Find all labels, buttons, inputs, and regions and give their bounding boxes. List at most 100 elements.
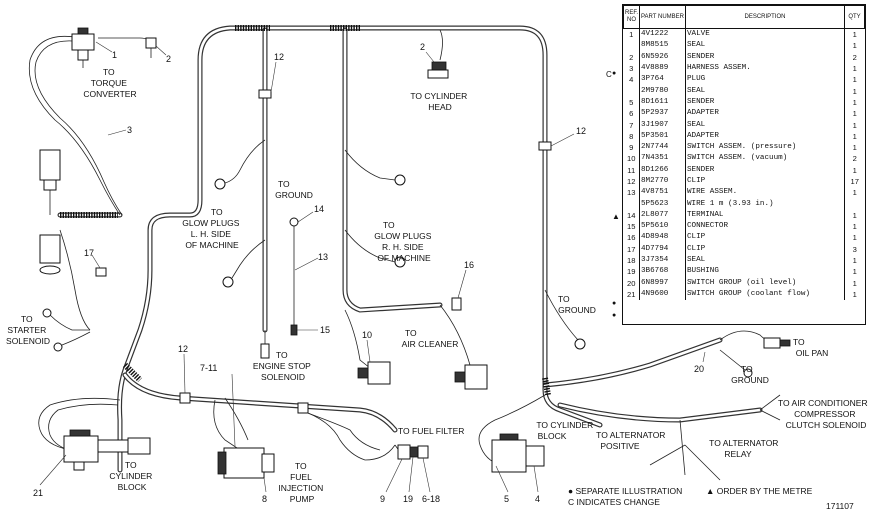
part-number-cell: 5P5623 [639, 198, 686, 210]
ref-cell: 3 [623, 62, 640, 75]
ref-cell: 11 [623, 164, 640, 176]
ref-number: 2 [166, 54, 171, 64]
part-number-cell: 3J7354 [639, 254, 686, 267]
ground-terminal-icon [743, 368, 753, 378]
qty-cell: 1 [852, 267, 857, 277]
change-mark: C [606, 70, 612, 79]
ref-number: 16 [464, 260, 474, 270]
description-cell: WIRE 1 m (3.93 in.) [685, 198, 845, 210]
part-number-cell: 8D1611 [639, 96, 686, 109]
qty-cell: 3 [852, 244, 857, 254]
qty-cell: 1 [852, 109, 857, 119]
description-cell: CLIP [685, 232, 845, 244]
part-number-cell: 3B6768 [639, 266, 686, 278]
ref-number: 21 [33, 488, 43, 498]
description-cell: CLIP [685, 243, 845, 255]
clip [451, 297, 462, 311]
ref-number: 8 [262, 494, 267, 504]
ref-cell: 1 [623, 28, 640, 41]
description-cell: SEAL [685, 119, 845, 131]
qty-cell: 1 [852, 30, 857, 40]
qty-cell: 1 [852, 210, 857, 220]
qty-cell: 1 [852, 64, 857, 74]
ref-cell: 14 [623, 209, 640, 222]
part-number-cell: 4V1222 [639, 28, 686, 41]
part-number-cell: 2N7744 [639, 141, 686, 154]
part-number-cell: 3P764 [639, 74, 686, 86]
qty-cell [845, 198, 865, 209]
qty-cell: 1 [852, 256, 857, 266]
ref-number: 19 [403, 494, 413, 504]
legend: ● SEPARATE ILLUSTRATION C INDICATES CHAN… [568, 486, 854, 511]
clip [538, 141, 552, 151]
callout-alternator-positive: TO ALTERNATOR POSITIVE [596, 430, 668, 451]
connector-icon [290, 324, 298, 336]
fuel-filter-switch-icon [397, 444, 429, 460]
part-number-cell: 6N8997 [639, 277, 686, 289]
coolant-flow-switch-icon [63, 429, 151, 471]
clip [297, 402, 309, 414]
ref-cell: 17 [623, 243, 640, 255]
ref-cell: 18 [623, 254, 640, 267]
ref-number: 6-18 [422, 494, 440, 504]
callout-glow-plugs-lh: TO GLOW PLUGS L. H. SIDE OF MACHINE [182, 207, 242, 250]
ref-number: 12 [274, 52, 284, 62]
qty-cell: 2 [852, 52, 857, 62]
description-cell: WIRE ASSEM. [685, 187, 845, 199]
ref-cell: 2 [623, 51, 640, 63]
ref-number: 15 [320, 325, 330, 335]
part-number-cell: 8D1266 [639, 164, 686, 176]
header-description: DESCRIPTION [685, 5, 845, 29]
ref-number: 2 [420, 42, 425, 52]
clip [95, 267, 107, 277]
part-number-cell: 4D7794 [639, 243, 686, 255]
ref-cell: 19 [623, 266, 640, 278]
qty-cell: 1 [852, 41, 857, 51]
qty-cell: 17 [850, 177, 859, 186]
description-cell: CONNECTOR [685, 221, 845, 233]
sender-icon [145, 37, 157, 58]
qty-cell: 1 [852, 131, 857, 141]
callout-cylinder-block-left: TO CYLINDER BLOCK [109, 460, 154, 492]
part-number-cell: 6N5926 [639, 51, 686, 63]
description-cell: PLUG [685, 74, 845, 86]
ref-number: 12 [576, 126, 586, 136]
ref-number: 14 [314, 204, 324, 214]
ref-cell: 15 [623, 221, 640, 233]
header-qty: QTY [844, 5, 865, 29]
qty-cell: 1 [852, 75, 857, 85]
pressure-switch-icon [217, 447, 275, 479]
description-cell: SWITCH GROUP (coolant flow) [685, 288, 845, 301]
description-cell: ADAPTER [685, 108, 845, 120]
description-cell: SWITCH ASSEM. (pressure) [685, 141, 845, 154]
table-header-row: REF. NO PART NUMBER DESCRIPTION QTY [623, 5, 865, 29]
reference-numbers: 1 2 2 3 12 12 12 14 13 15 16 17 10 7-11 … [33, 41, 706, 504]
callout-cylinder-head: TO CYLINDER HEAD [410, 91, 469, 112]
part-number-cell: 5P2937 [639, 108, 686, 120]
ref-cell: 7 [623, 119, 640, 131]
callout-ground-mid: TO GROUND [558, 294, 596, 315]
description-cell: CLIP [685, 175, 845, 188]
components [39, 27, 791, 479]
part-number-cell: 3J1907 [639, 119, 686, 131]
description-cell: ADAPTER [685, 130, 845, 142]
description-cell: SEAL [685, 40, 845, 52]
qty-cell: 1 [852, 222, 857, 232]
terminal-icon [289, 217, 299, 227]
description-cell: SWITCH ASSEM. (vacuum) [685, 153, 845, 165]
